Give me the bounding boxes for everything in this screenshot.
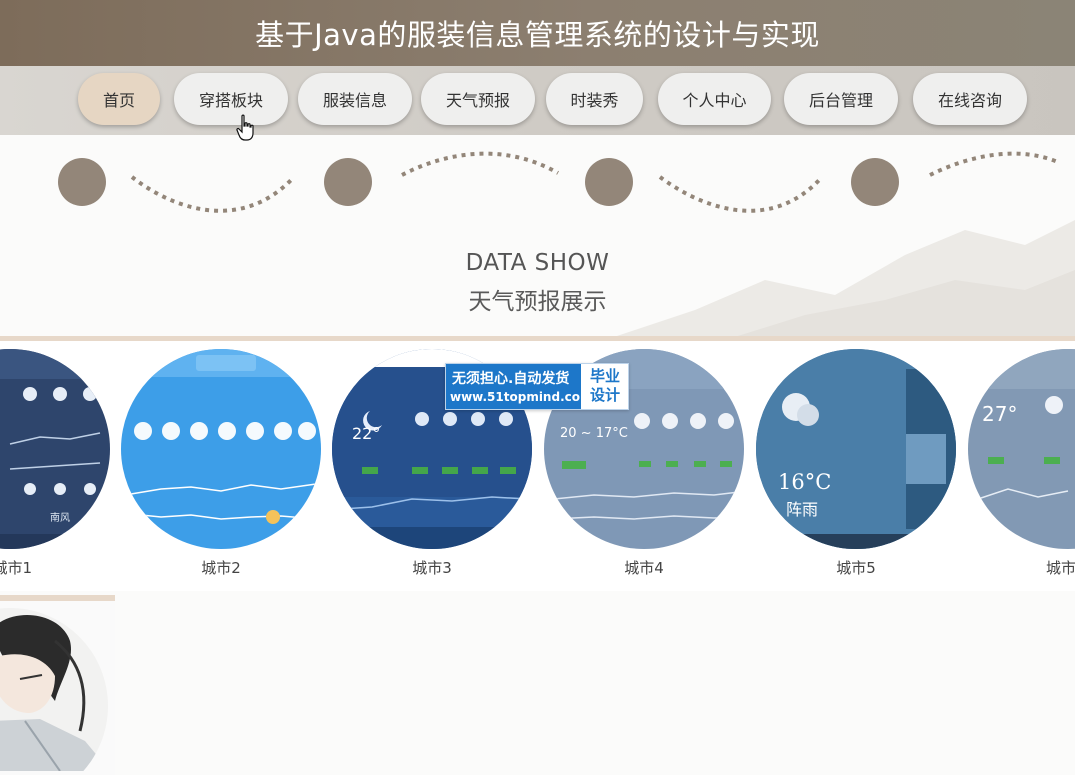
city-card-1[interactable]: 南风 城市1 bbox=[0, 349, 110, 589]
mountain-backdrop bbox=[605, 220, 1075, 340]
watermark-left: 无须担心.自动发货 www.51topmind.com bbox=[446, 364, 593, 409]
city-card-2[interactable]: 城市2 bbox=[121, 349, 321, 589]
watermark-right2: 设计 bbox=[589, 386, 620, 404]
nav-item-personal-center[interactable]: 个人中心 bbox=[658, 73, 771, 125]
weather-thumbnail[interactable]: 27° bbox=[968, 349, 1075, 549]
nav-item-weather[interactable]: 天气预报 bbox=[421, 73, 535, 125]
city-name: 城市4 bbox=[624, 559, 664, 577]
nav-item-online-consult[interactable]: 在线咨询 bbox=[913, 73, 1027, 125]
svg-text:阵雨: 阵雨 bbox=[786, 500, 818, 519]
city-name: 城市6 bbox=[1046, 559, 1075, 577]
city-name: 城市5 bbox=[836, 559, 876, 577]
watermark-line1: 无须担心.自动发货 bbox=[452, 371, 570, 387]
watermark-line2: www.51topmind.com bbox=[450, 390, 593, 404]
main-nav: 首页 穿搭板块 服装信息 天气预报 时装秀 个人中心 后台管理 在线咨询 bbox=[0, 66, 1075, 135]
page-title: 基于Java的服装信息管理系统的设计与实现 bbox=[255, 18, 820, 52]
svg-text:20 ~ 17°C: 20 ~ 17°C bbox=[560, 426, 628, 441]
svg-text:22°: 22° bbox=[352, 424, 380, 443]
fashion-card[interactable] bbox=[0, 595, 115, 775]
title-bar: 基于Java的服装信息管理系统的设计与实现 bbox=[0, 0, 1075, 66]
watermark-banner: 无须担心.自动发货 www.51topmind.com 毕业 设计 bbox=[445, 363, 629, 410]
nav-item-outfits[interactable]: 穿搭板块 bbox=[174, 73, 288, 125]
decor-dot bbox=[851, 158, 899, 206]
watermark-right: 毕业 设计 bbox=[583, 364, 627, 412]
weather-thumbnail[interactable]: 16°C 阵雨 bbox=[756, 349, 956, 549]
section-title-cn: 天气预报展示 bbox=[468, 289, 607, 315]
city-name: 城市2 bbox=[201, 559, 241, 577]
weather-thumbnail[interactable] bbox=[121, 349, 321, 549]
svg-text:16°C: 16°C bbox=[778, 470, 831, 494]
decor-dot bbox=[585, 158, 633, 206]
section-title-en: DATA SHOW bbox=[465, 250, 610, 276]
nav-item-fashion-show[interactable]: 时装秀 bbox=[546, 73, 643, 125]
city-card-5[interactable]: 16°C 阵雨 城市5 bbox=[756, 349, 956, 589]
watermark-right1: 毕业 bbox=[589, 367, 620, 385]
fashion-avatar[interactable] bbox=[0, 601, 115, 772]
svg-text:南风: 南风 bbox=[50, 511, 70, 524]
city-card-6[interactable]: 27° 城市6 bbox=[968, 349, 1075, 589]
city-name: 城市3 bbox=[412, 559, 452, 577]
decor-dot bbox=[58, 158, 106, 206]
decor-dot bbox=[324, 158, 372, 206]
nav-item-home[interactable]: 首页 bbox=[78, 73, 160, 125]
weather-thumbnail[interactable]: 南风 bbox=[0, 349, 110, 549]
hand-cursor-icon bbox=[236, 114, 254, 141]
nav-item-admin[interactable]: 后台管理 bbox=[784, 73, 898, 125]
nav-item-clothing-info[interactable]: 服装信息 bbox=[298, 73, 412, 125]
decorative-wave-band bbox=[58, 151, 1061, 213]
city-name: 城市1 bbox=[0, 559, 32, 577]
svg-text:27°: 27° bbox=[982, 402, 1017, 426]
section-heading: DATA SHOW 天气预报展示 bbox=[0, 250, 1075, 316]
weather-carousel: 南风 城市1 城市2 bbox=[0, 336, 1075, 591]
